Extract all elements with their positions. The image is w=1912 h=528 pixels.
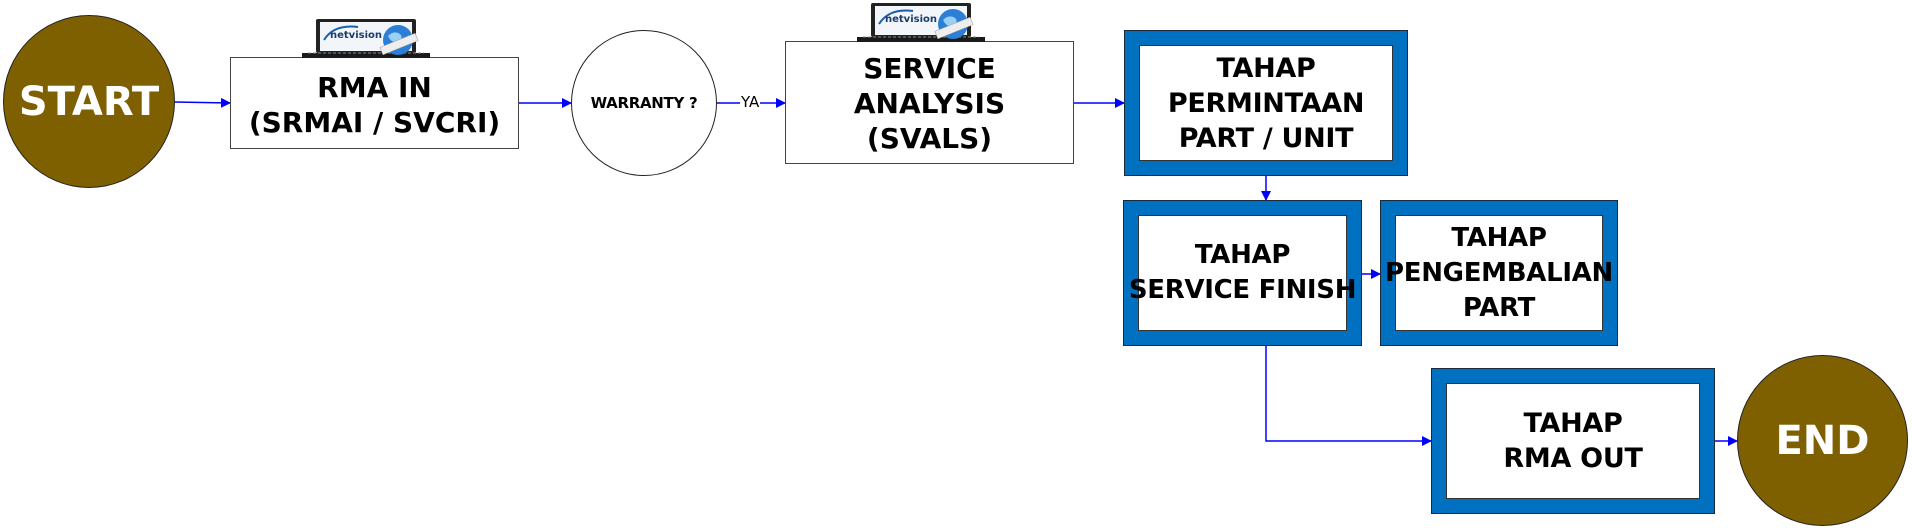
rma-in-line-2: (SRMAI / SVCRI) [248, 106, 501, 139]
end-node[interactable]: END [1737, 355, 1908, 526]
rma-out-stage-node[interactable]: TAHAP RMA OUT [1431, 368, 1715, 514]
permintaan-line-2: PERMINTAAN [1167, 87, 1365, 119]
netvision-laptop-icon: netvision [855, 2, 987, 48]
permintaan-line-3: PART / UNIT [1178, 122, 1354, 154]
pengembalian-line-2: PENGEMBALIAN [1385, 257, 1614, 288]
service-finish-line-2: SERVICE FINISH [1128, 275, 1357, 305]
service-analysis-line-1: SERVICE [863, 52, 996, 85]
edge-service-finish-rma-out [1265, 346, 1432, 446]
pengembalian-line-3: PART [1462, 292, 1536, 323]
warranty-decision-node[interactable]: WARRANTY ? [571, 30, 717, 176]
edge-label-ya: YA [740, 93, 761, 111]
edge-start-rma-in [174, 97, 231, 108]
netvision-laptop-icon: netvision [300, 18, 432, 64]
end-label: END [1775, 417, 1870, 464]
service-analysis-line-3: (SVALS) [866, 122, 993, 155]
pengembalian-stage-node[interactable]: TAHAP PENGEMBALIAN PART [1380, 200, 1618, 346]
rma-out-line-1: TAHAP [1523, 408, 1623, 439]
start-label: START [18, 78, 160, 125]
start-node[interactable]: START [3, 15, 175, 188]
permintaan-stage-node[interactable]: TAHAP PERMINTAAN PART / UNIT [1124, 30, 1408, 176]
rma-in-node[interactable]: RMA IN (SRMAI / SVCRI) [230, 57, 519, 149]
pengembalian-line-1: TAHAP [1451, 222, 1547, 253]
service-analysis-line-2: ANALYSIS [853, 87, 1006, 120]
rma-out-line-2: RMA OUT [1503, 443, 1643, 474]
netvision-logo-text: netvision [885, 14, 937, 25]
netvision-logo-text: netvision [330, 30, 382, 41]
service-finish-line-1: TAHAP [1194, 240, 1291, 270]
service-analysis-node[interactable]: SERVICE ANALYSIS (SVALS) [785, 41, 1074, 164]
warranty-label: WARRANTY ? [590, 94, 698, 112]
rma-in-line-1: RMA IN [317, 71, 432, 104]
service-finish-stage-node[interactable]: TAHAP SERVICE FINISH [1123, 200, 1362, 346]
permintaan-line-1: TAHAP [1216, 52, 1316, 84]
